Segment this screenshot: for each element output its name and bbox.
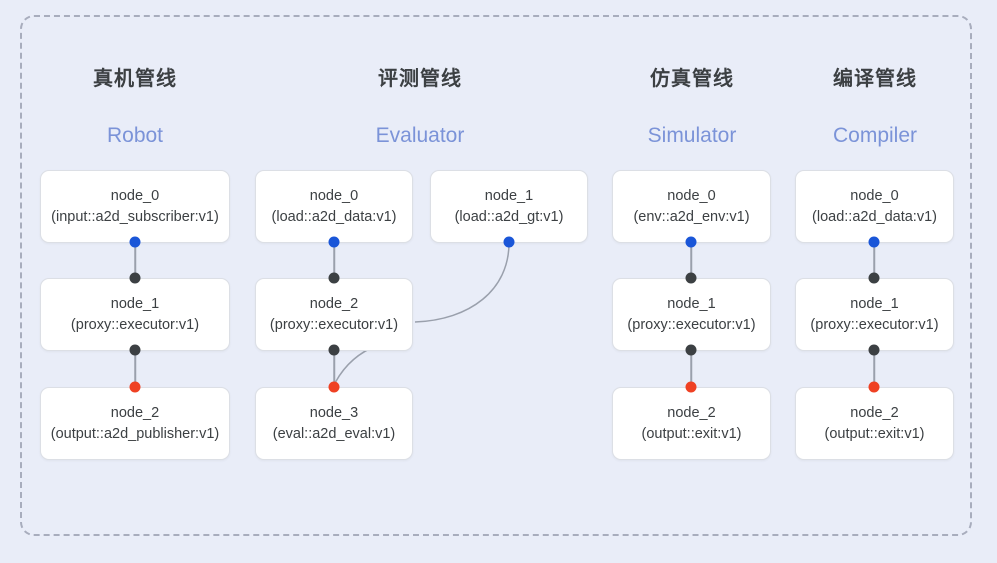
node-compiler-1[interactable]: node_1 (proxy::executor:v1) bbox=[795, 278, 954, 351]
node-type: (env::a2d_env:v1) bbox=[633, 208, 750, 225]
link-robot-1-2 bbox=[134, 350, 136, 386]
node-type: (input::a2d_subscriber:v1) bbox=[51, 208, 219, 225]
port-out-robot-1[interactable] bbox=[129, 344, 141, 356]
node-type: (load::a2d_gt:v1) bbox=[454, 208, 564, 225]
node-name: node_1 bbox=[667, 295, 716, 312]
node-name: node_2 bbox=[667, 404, 716, 421]
node-evaluator-2[interactable]: node_2 (proxy::executor:v1) bbox=[255, 278, 413, 351]
node-simulator-1[interactable]: node_1 (proxy::executor:v1) bbox=[612, 278, 771, 351]
node-name: node_0 bbox=[667, 187, 716, 204]
node-type: (output::a2d_publisher:v1) bbox=[50, 425, 220, 442]
node-simulator-0[interactable]: node_0 (env::a2d_env:v1) bbox=[612, 170, 771, 243]
port-input-compiler-0[interactable] bbox=[868, 236, 880, 248]
link-comp-1-2 bbox=[873, 350, 875, 386]
node-type: (proxy::executor:v1) bbox=[627, 316, 756, 333]
node-evaluator-3[interactable]: node_3 (eval::a2d_eval:v1) bbox=[255, 387, 413, 460]
node-type: (proxy::executor:v1) bbox=[810, 316, 939, 333]
link-robot-0-1 bbox=[134, 242, 136, 278]
port-out-compiler-1[interactable] bbox=[868, 344, 880, 356]
port-input-evaluator-1[interactable] bbox=[503, 236, 515, 248]
node-name: node_2 bbox=[110, 404, 160, 421]
node-name: node_1 bbox=[850, 295, 899, 312]
port-input-robot-0[interactable] bbox=[129, 236, 141, 248]
node-name: node_2 bbox=[309, 295, 359, 312]
node-type: (load::a2d_data:v1) bbox=[812, 208, 937, 225]
node-name: node_3 bbox=[309, 404, 359, 421]
port-in-robot-1[interactable] bbox=[129, 272, 141, 284]
node-evaluator-0[interactable]: node_0 (load::a2d_data:v1) bbox=[255, 170, 413, 243]
node-name: node_0 bbox=[110, 187, 160, 204]
link-eval-0-2 bbox=[333, 242, 335, 278]
node-name: node_0 bbox=[850, 187, 899, 204]
link-sim-0-1 bbox=[690, 242, 692, 278]
node-robot-0[interactable]: node_0 (input::a2d_subscriber:v1) bbox=[40, 170, 230, 243]
node-evaluator-1[interactable]: node_1 (load::a2d_gt:v1) bbox=[430, 170, 588, 243]
node-robot-2[interactable]: node_2 (output::a2d_publisher:v1) bbox=[40, 387, 230, 460]
port-input-simulator-0[interactable] bbox=[685, 236, 697, 248]
node-type: (eval::a2d_eval:v1) bbox=[272, 425, 396, 442]
port-in-simulator-1[interactable] bbox=[685, 272, 697, 284]
port-output-robot-2[interactable] bbox=[129, 381, 141, 393]
node-name: node_2 bbox=[850, 404, 899, 421]
node-type: (proxy::executor:v1) bbox=[269, 316, 399, 333]
port-out-evaluator-2[interactable] bbox=[328, 344, 340, 356]
port-in-compiler-1[interactable] bbox=[868, 272, 880, 284]
port-output-compiler-2[interactable] bbox=[868, 381, 880, 393]
link-sim-1-2 bbox=[690, 350, 692, 386]
port-in-evaluator-2[interactable] bbox=[328, 272, 340, 284]
port-out-simulator-1[interactable] bbox=[685, 344, 697, 356]
node-type: (load::a2d_data:v1) bbox=[271, 208, 397, 225]
node-name: node_0 bbox=[309, 187, 359, 204]
node-type: (output::exit:v1) bbox=[641, 425, 742, 442]
node-simulator-2[interactable]: node_2 (output::exit:v1) bbox=[612, 387, 771, 460]
link-comp-0-1 bbox=[873, 242, 875, 278]
port-output-evaluator-3[interactable] bbox=[328, 381, 340, 393]
port-output-simulator-2[interactable] bbox=[685, 381, 697, 393]
node-name: node_1 bbox=[484, 187, 534, 204]
port-input-evaluator-0[interactable] bbox=[328, 236, 340, 248]
node-type: (output::exit:v1) bbox=[824, 425, 925, 442]
node-type: (proxy::executor:v1) bbox=[70, 316, 200, 333]
node-compiler-2[interactable]: node_2 (output::exit:v1) bbox=[795, 387, 954, 460]
node-name: node_1 bbox=[110, 295, 160, 312]
node-robot-1[interactable]: node_1 (proxy::executor:v1) bbox=[40, 278, 230, 351]
node-compiler-0[interactable]: node_0 (load::a2d_data:v1) bbox=[795, 170, 954, 243]
